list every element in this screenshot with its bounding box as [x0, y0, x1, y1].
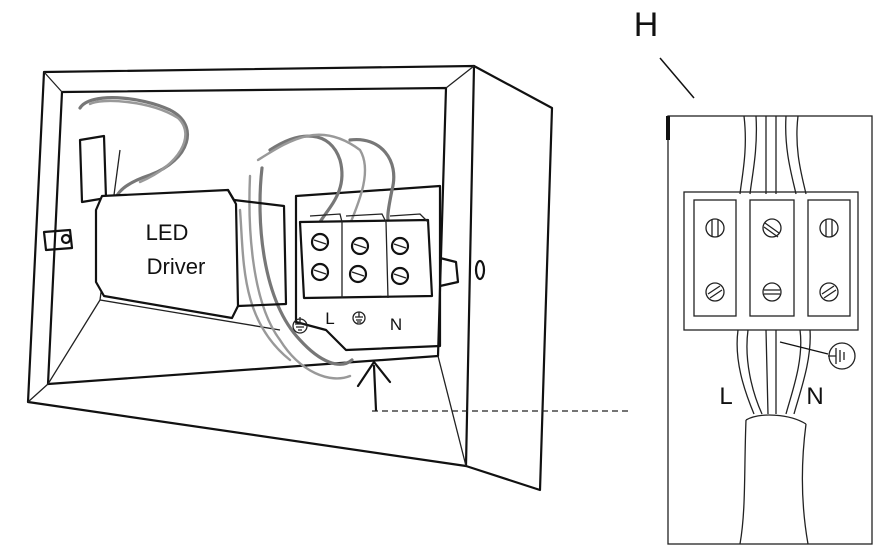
enclosure-side-panel [464, 64, 554, 492]
detail-view: H L [634, 6, 873, 545]
detail-terminal-block [683, 191, 859, 331]
detail-label-neutral: N [806, 383, 823, 410]
screw-icon [705, 218, 839, 302]
terminal-bracket [294, 184, 442, 352]
enclosure-wires [78, 96, 396, 380]
enclosure-terminal-block: L N [292, 213, 434, 334]
driver-label-line1: LED [146, 220, 189, 245]
driver-end-cap [226, 188, 288, 308]
screw-icon [310, 232, 410, 286]
detail-frame [667, 115, 873, 545]
detail-label-live: L [719, 383, 732, 410]
callout-leader [659, 57, 695, 99]
driver-cable-clamp [78, 134, 108, 204]
terminal-label-live: L [325, 309, 334, 328]
earth-symbol-icon [352, 311, 366, 325]
enclosure [26, 64, 554, 492]
earth-symbol-icon [828, 342, 856, 370]
driver-label-line2: Driver [147, 254, 206, 279]
earth-symbol-icon [292, 317, 308, 334]
mounting-tab [42, 228, 74, 252]
arrow-up-icon [356, 360, 392, 412]
led-driver: LED Driver [42, 134, 288, 320]
terminal-label-neutral: N [390, 315, 402, 334]
detail-callout: H [634, 6, 659, 44]
cable-entry-hole [474, 259, 486, 281]
